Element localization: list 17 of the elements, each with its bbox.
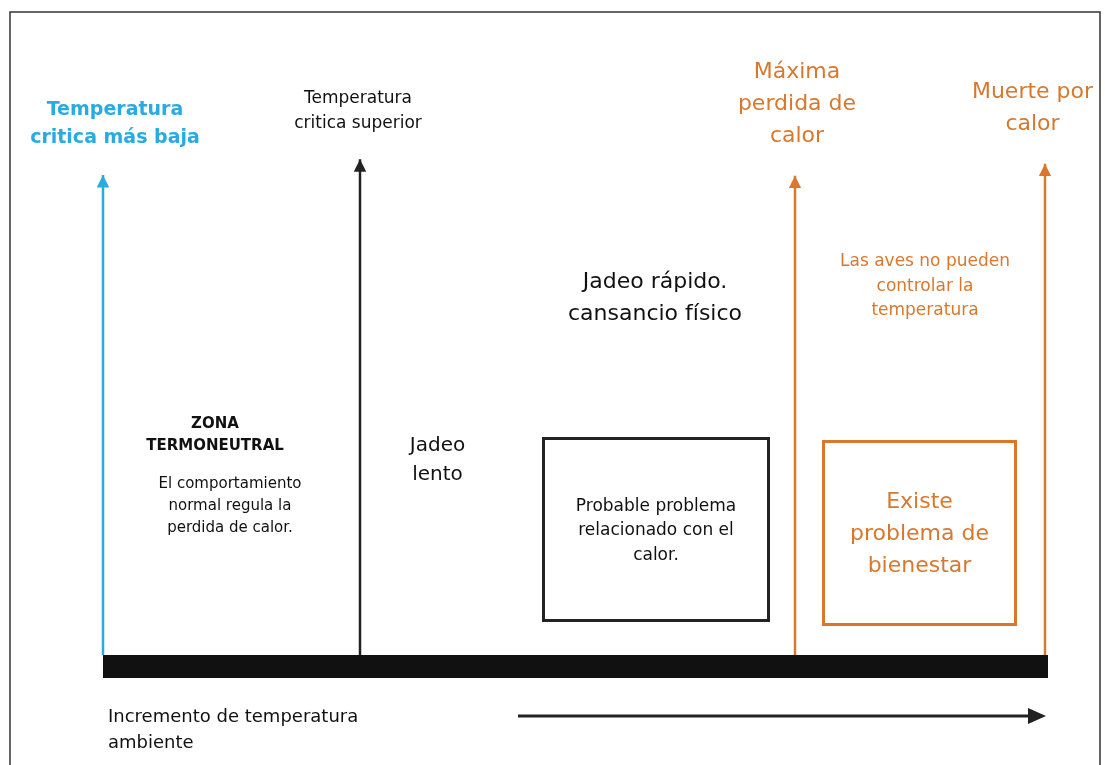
warning-box: Probable problema relacionado con el calor.: [542, 437, 770, 622]
arrow: [353, 159, 367, 655]
stage-label: Jadeo rápido. cansancio físico: [566, 267, 744, 327]
axis-caption: Incremento de temperatura ambiente: [108, 704, 360, 755]
zone-description: El comportamiento normal regula la perdida de calor.: [157, 473, 303, 538]
threshold-label: Temperatura critica superior: [283, 85, 433, 135]
arrow: [788, 175, 802, 655]
warning-box: Existe problema de bienestar: [822, 440, 1017, 626]
zone-heading: ZONA TERMONEUTRAL: [145, 413, 285, 456]
arrow: [96, 175, 110, 655]
temperature-bar: [103, 655, 1048, 678]
threshold-label: Temperatura critica más baja: [30, 95, 200, 151]
threshold-label: Muerte por calor: [960, 75, 1105, 139]
arrow: [1038, 163, 1052, 655]
threshold-label: Máxima perdida de calor: [717, 55, 877, 151]
stage-label: Jadeo lento: [407, 431, 467, 487]
note-text: Las aves no pueden controlar la temperatura: [839, 249, 1011, 322]
